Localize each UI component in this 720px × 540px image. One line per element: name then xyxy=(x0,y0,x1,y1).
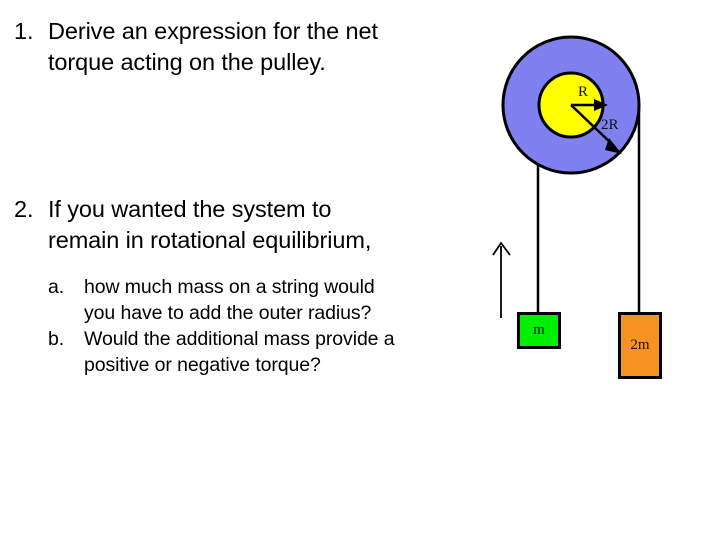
slide-text-column: 1. Derive an expression for the net torq… xyxy=(14,16,395,378)
question-item-1: 1. Derive an expression for the net torq… xyxy=(14,16,378,78)
pulley-outer-disc xyxy=(501,35,641,175)
mass-block-m-label: m xyxy=(533,322,545,338)
pulley-inner-disc xyxy=(537,71,605,139)
subquestion-b-line-1: Would the additional mass provide a xyxy=(84,328,395,350)
subquestion-a-line-2: you have to add the outer radius? xyxy=(84,302,372,324)
subquestion-b-marker: b. xyxy=(48,328,65,350)
question-2-line-1: If you wanted the system to xyxy=(48,196,332,222)
question-1-body: Derive an expression for the net torque … xyxy=(48,16,378,78)
subquestion-a-line-1: how much mass on a string would xyxy=(84,276,375,298)
subquestion-a-marker: a. xyxy=(48,276,65,298)
question-2-body: If you wanted the system to remain in ro… xyxy=(48,194,371,256)
radius-r-arrow xyxy=(571,99,608,111)
subquestion-b-line-2: positive or negative torque? xyxy=(84,354,321,376)
label-inner-radius: R xyxy=(578,84,589,100)
question-1-marker: 1. xyxy=(14,18,34,44)
mass-block-2m: 2m xyxy=(618,312,662,379)
mass-block-m: m xyxy=(517,312,561,349)
question-1-line-1: Derive an expression for the net xyxy=(48,18,378,44)
question-2-line-2: remain in rotational equilibrium, xyxy=(48,227,372,253)
mass-block-2m-label: 2m xyxy=(630,337,650,353)
subquestion-b-body: Would the additional mass provide a posi… xyxy=(84,326,395,378)
subquestion-a-body: how much mass on a string would you have… xyxy=(84,274,375,326)
question-2-marker: 2. xyxy=(14,196,34,222)
question-1-line-2: torque acting on the pulley. xyxy=(48,49,326,75)
label-outer-radius: 2R xyxy=(601,117,619,133)
subquestion-item-b: b. Would the additional mass provide a p… xyxy=(48,326,395,378)
subquestion-item-a: a. how much mass on a string would you h… xyxy=(48,274,375,326)
question-item-2: 2. If you wanted the system to remain in… xyxy=(14,194,371,256)
